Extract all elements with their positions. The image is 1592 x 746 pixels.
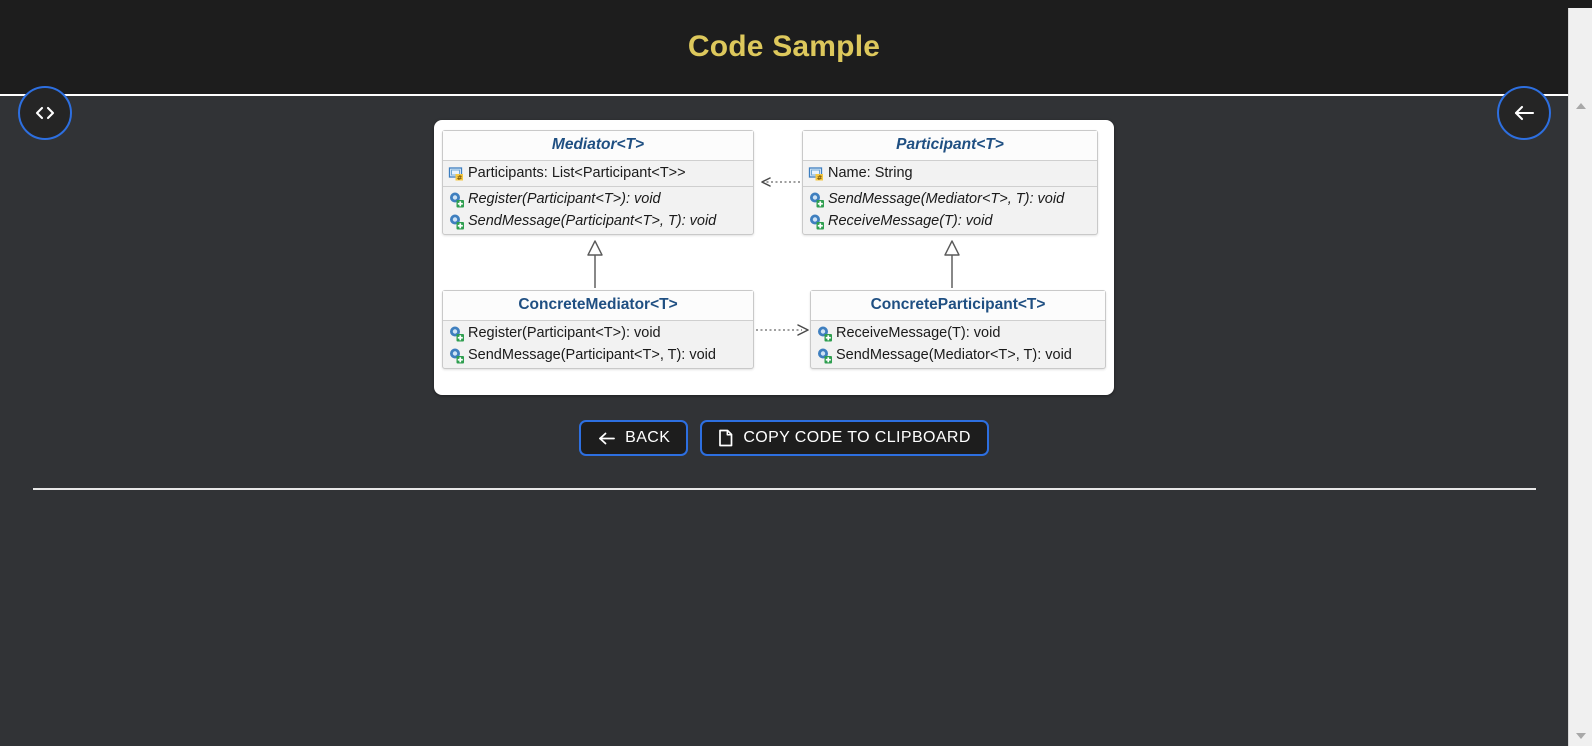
file-copy-icon — [718, 429, 734, 447]
uml-class-title: Participant<T> — [803, 131, 1097, 161]
copy-code-button-label: COPY CODE TO CLIPBOARD — [743, 429, 971, 446]
uml-method-row: ReceiveMessage(T): void — [803, 210, 1097, 232]
code-toggle-button[interactable] — [18, 86, 72, 140]
property-icon: # — [808, 165, 825, 182]
uml-class-mediator[interactable]: Mediator<T> # Participants: — [442, 130, 754, 235]
svg-text:#: # — [457, 174, 463, 182]
uml-method-row: SendMessage(Participant<T>, T): void — [443, 344, 753, 366]
uml-method-text: Register(Participant<T>): void — [468, 325, 661, 341]
method-icon — [816, 325, 833, 342]
method-icon — [808, 191, 825, 208]
uml-class-concrete-mediator[interactable]: ConcreteMediator<T> Registe — [442, 290, 754, 369]
method-icon — [808, 213, 825, 230]
uml-property-row: # Name: String — [803, 162, 1097, 184]
page-header: Code Sample — [0, 0, 1568, 96]
uml-property-text: Name: String — [828, 165, 913, 181]
uml-method-row: Register(Participant<T>): void — [443, 188, 753, 210]
method-icon — [448, 347, 465, 364]
section-divider — [33, 488, 1536, 490]
uml-class-title: ConcreteMediator<T> — [443, 291, 753, 321]
scrollbar-down-arrow[interactable] — [1569, 726, 1592, 746]
relation-concretemediator-inherits-mediator — [587, 240, 603, 288]
copy-code-button[interactable]: COPY CODE TO CLIPBOARD — [700, 420, 989, 456]
relation-concretemediator-to-concreteparticipant — [756, 324, 809, 336]
uml-class-participant[interactable]: Participant<T> # Name: String — [802, 130, 1098, 235]
uml-method-row: SendMessage(Mediator<T>, T): void — [803, 188, 1097, 210]
method-icon — [448, 213, 465, 230]
uml-method-text: Register(Participant<T>): void — [468, 191, 661, 207]
back-button-label: BACK — [625, 429, 671, 446]
uml-methods-section: Register(Participant<T>): void — [443, 186, 753, 234]
main-content: Mediator<T> # Participants: — [0, 98, 1568, 746]
uml-method-row: Register(Participant<T>): void — [443, 322, 753, 344]
relation-participant-to-mediator — [761, 177, 800, 187]
page-title: Code Sample — [687, 30, 881, 63]
chevron-down-icon — [1576, 733, 1586, 739]
uml-properties-section: # Name: String — [803, 161, 1097, 186]
uml-method-text: SendMessage(Participant<T>, T): void — [468, 347, 716, 363]
vertical-scrollbar[interactable] — [1568, 0, 1592, 746]
scrollbar-top-cap — [1568, 0, 1592, 8]
uml-method-text: SendMessage(Mediator<T>, T): void — [836, 347, 1072, 363]
chevron-up-icon — [1576, 103, 1586, 109]
arrow-left-icon — [597, 431, 616, 446]
svg-text:#: # — [817, 174, 823, 182]
back-floating-button[interactable] — [1497, 86, 1551, 140]
uml-diagram-card: Mediator<T> # Participants: — [434, 120, 1114, 395]
method-icon — [448, 191, 465, 208]
uml-methods-section: Register(Participant<T>): void — [443, 321, 753, 368]
action-button-row: BACK COPY CODE TO CLIPBOARD — [0, 420, 1568, 456]
uml-property-text: Participants: List<Participant<T>> — [468, 165, 686, 181]
property-icon: # — [448, 165, 465, 182]
uml-property-row: # Participants: List<Participant<T>> — [443, 162, 753, 184]
uml-method-row: ReceiveMessage(T): void — [811, 322, 1105, 344]
uml-method-row: SendMessage(Participant<T>, T): void — [443, 210, 753, 232]
uml-properties-section: # Participants: List<Participant<T>> — [443, 161, 753, 186]
uml-methods-section: ReceiveMessage(T): void S — [811, 321, 1105, 368]
scrollbar-up-arrow[interactable] — [1569, 96, 1592, 116]
back-button[interactable]: BACK — [579, 420, 689, 456]
uml-method-text: ReceiveMessage(T): void — [828, 213, 993, 229]
uml-method-row: SendMessage(Mediator<T>, T): void — [811, 344, 1105, 366]
arrow-left-icon — [1512, 104, 1536, 122]
uml-method-text: ReceiveMessage(T): void — [836, 325, 1001, 341]
code-brackets-icon — [34, 106, 56, 120]
uml-method-text: SendMessage(Participant<T>, T): void — [468, 213, 717, 229]
relation-concreteparticipant-inherits-participant — [944, 240, 960, 288]
uml-class-title: Mediator<T> — [443, 131, 753, 161]
uml-class-concrete-participant[interactable]: ConcreteParticipant<T> Rece — [810, 290, 1106, 369]
uml-class-title: ConcreteParticipant<T> — [811, 291, 1105, 321]
uml-method-text: SendMessage(Mediator<T>, T): void — [828, 191, 1065, 207]
uml-methods-section: SendMessage(Mediator<T>, T): void — [803, 186, 1097, 234]
method-icon — [448, 325, 465, 342]
method-icon — [816, 347, 833, 364]
